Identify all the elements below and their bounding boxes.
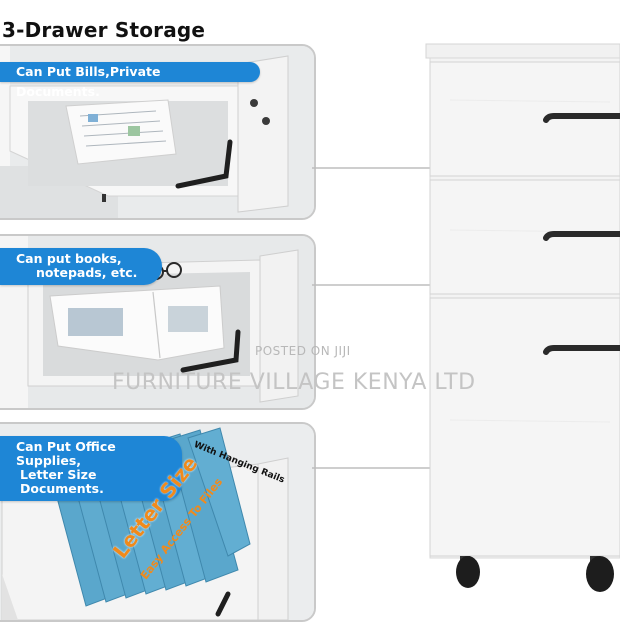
- callout-office-supplies: Can Put Office Supplies, Letter Size Doc…: [0, 436, 182, 501]
- top-drawer-illustration: [0, 46, 314, 218]
- callout-office-line1: Can Put Office Supplies,: [16, 439, 116, 468]
- page-title: 3-Drawer Storage: [2, 18, 206, 42]
- watermark-seller: FURNITURE VILLAGE KENYA LTD: [112, 370, 476, 395]
- callout-books-line2: notepads, etc.: [36, 265, 138, 280]
- callout-bills: Can Put Bills,Private Documents.: [0, 62, 260, 99]
- filing-cabinet: [425, 43, 620, 592]
- callout-books: Can put books, notepads, etc.: [0, 248, 162, 285]
- watermark-posted-on: POSTED ON JIJI: [255, 344, 351, 358]
- hanging-folders: [47, 427, 251, 607]
- callout-books-line1: Can put books,: [16, 251, 122, 266]
- detail-panel-top-drawer: [0, 44, 316, 220]
- middle-drawer-illustration: [0, 236, 314, 408]
- callout-office-line2: Letter Size Documents.: [20, 467, 104, 496]
